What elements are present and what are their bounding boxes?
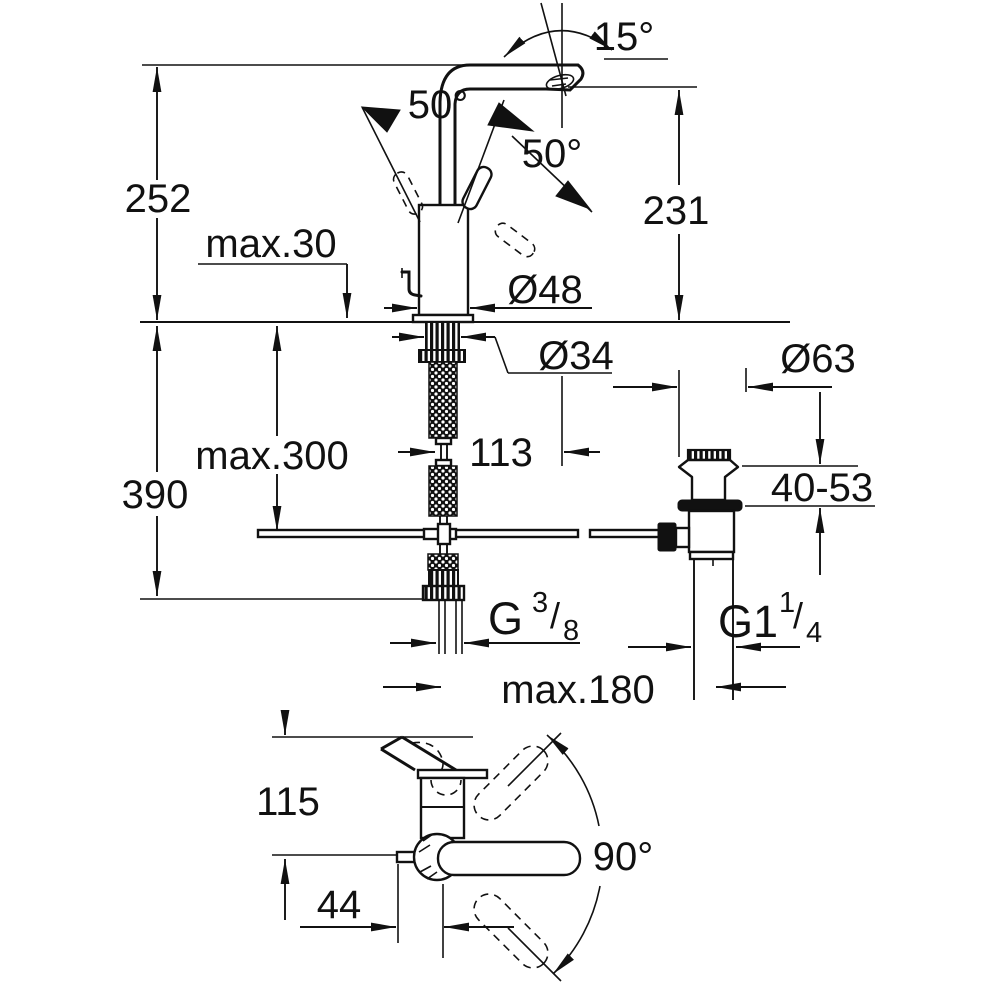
label-hose-max-length: max.300 [195, 434, 348, 478]
handle-dashed-forward [494, 222, 536, 258]
label-spout-tilt: 15° [594, 15, 655, 59]
label-rod-offset: 44 [317, 883, 362, 927]
handle-solid [461, 165, 493, 211]
label-shank-dia: Ø34 [538, 334, 614, 378]
label-overall-height: 252 [125, 177, 192, 221]
threaded-shank [425, 321, 460, 351]
label-max-reach: max.180 [501, 668, 654, 712]
supply-pipes [438, 600, 463, 654]
handle-dashed-left [392, 171, 424, 215]
label-supply-thread: G 3 / 8 [488, 587, 579, 647]
spout [438, 63, 585, 205]
cartridge-dome-hidden [430, 779, 462, 796]
label-outlet-height: 231 [643, 189, 710, 233]
angle-arrow-mid [487, 102, 535, 132]
waste-body [687, 509, 736, 554]
flex-hose-upper [428, 361, 458, 439]
label-waste-flange-dia: Ø63 [780, 337, 856, 381]
label-below-deck-depth: 390 [122, 473, 189, 517]
supply-thread-sup: 3 [532, 587, 548, 619]
base-flange [411, 313, 475, 324]
waste-lever-joint [674, 526, 691, 549]
supply-thread-sub: 8 [563, 615, 579, 647]
label-waste-thread: G1 1 / 4 [718, 587, 822, 649]
popup-rod-knob [400, 270, 423, 298]
lever-solid [436, 840, 582, 877]
supply-thread-base: G [488, 593, 523, 644]
popup-rod-right [588, 528, 661, 539]
hose-connector-lower [421, 584, 466, 602]
label-swivel-right: 50° [522, 132, 583, 176]
waste-thread-sub: 4 [806, 617, 822, 649]
flex-hose-lower [428, 465, 458, 517]
waste-ring [688, 550, 735, 561]
waste-flare [677, 458, 740, 502]
popup-rod [256, 528, 580, 539]
waste-thread-sup: 1 [779, 587, 795, 619]
handle-positions [360, 99, 593, 258]
dimension-lines [140, 67, 875, 958]
label-handle-height: 115 [256, 780, 320, 824]
mounting-nut [418, 349, 466, 363]
label-max-deck-thickness: max.30 [205, 222, 336, 266]
label-swivel-left: 50° [408, 83, 469, 127]
waste-thread-base: G1 [718, 596, 778, 647]
waste-gasket [677, 499, 743, 512]
under-counter-assembly [256, 321, 661, 654]
rod-cross-fitting [436, 522, 452, 546]
body-column [419, 776, 466, 840]
handle-swing-view [272, 732, 601, 982]
popup-waste-assembly [657, 448, 743, 700]
waste-tailpipe [693, 559, 734, 700]
label-hose-offset: 113 [469, 431, 533, 475]
body-top-plate [416, 768, 489, 780]
waste-plug-cap [686, 448, 732, 462]
waste-thread-slash: / [793, 595, 803, 636]
hose-connector-upper [428, 569, 459, 587]
side-view-faucet [140, 2, 790, 324]
hose-end-braid [427, 553, 459, 571]
angle-arrow-left [360, 106, 401, 133]
spout-tilt-construction [503, 2, 668, 128]
angle-arrow-right [555, 180, 592, 211]
supply-thread-slash: / [550, 595, 560, 636]
swing-arc [507, 732, 601, 982]
label-clamping-range: 40-53 [771, 466, 873, 510]
spout-nose [380, 735, 457, 773]
label-body-dia: Ø48 [507, 268, 583, 312]
dimension-labels: 252 max.30 231 15° 50° 50° Ø48 Ø34 390 m… [122, 15, 874, 927]
label-handle-swing: 90° [593, 835, 654, 879]
faucet-body [417, 203, 470, 317]
waste-lever-knob [657, 522, 677, 552]
